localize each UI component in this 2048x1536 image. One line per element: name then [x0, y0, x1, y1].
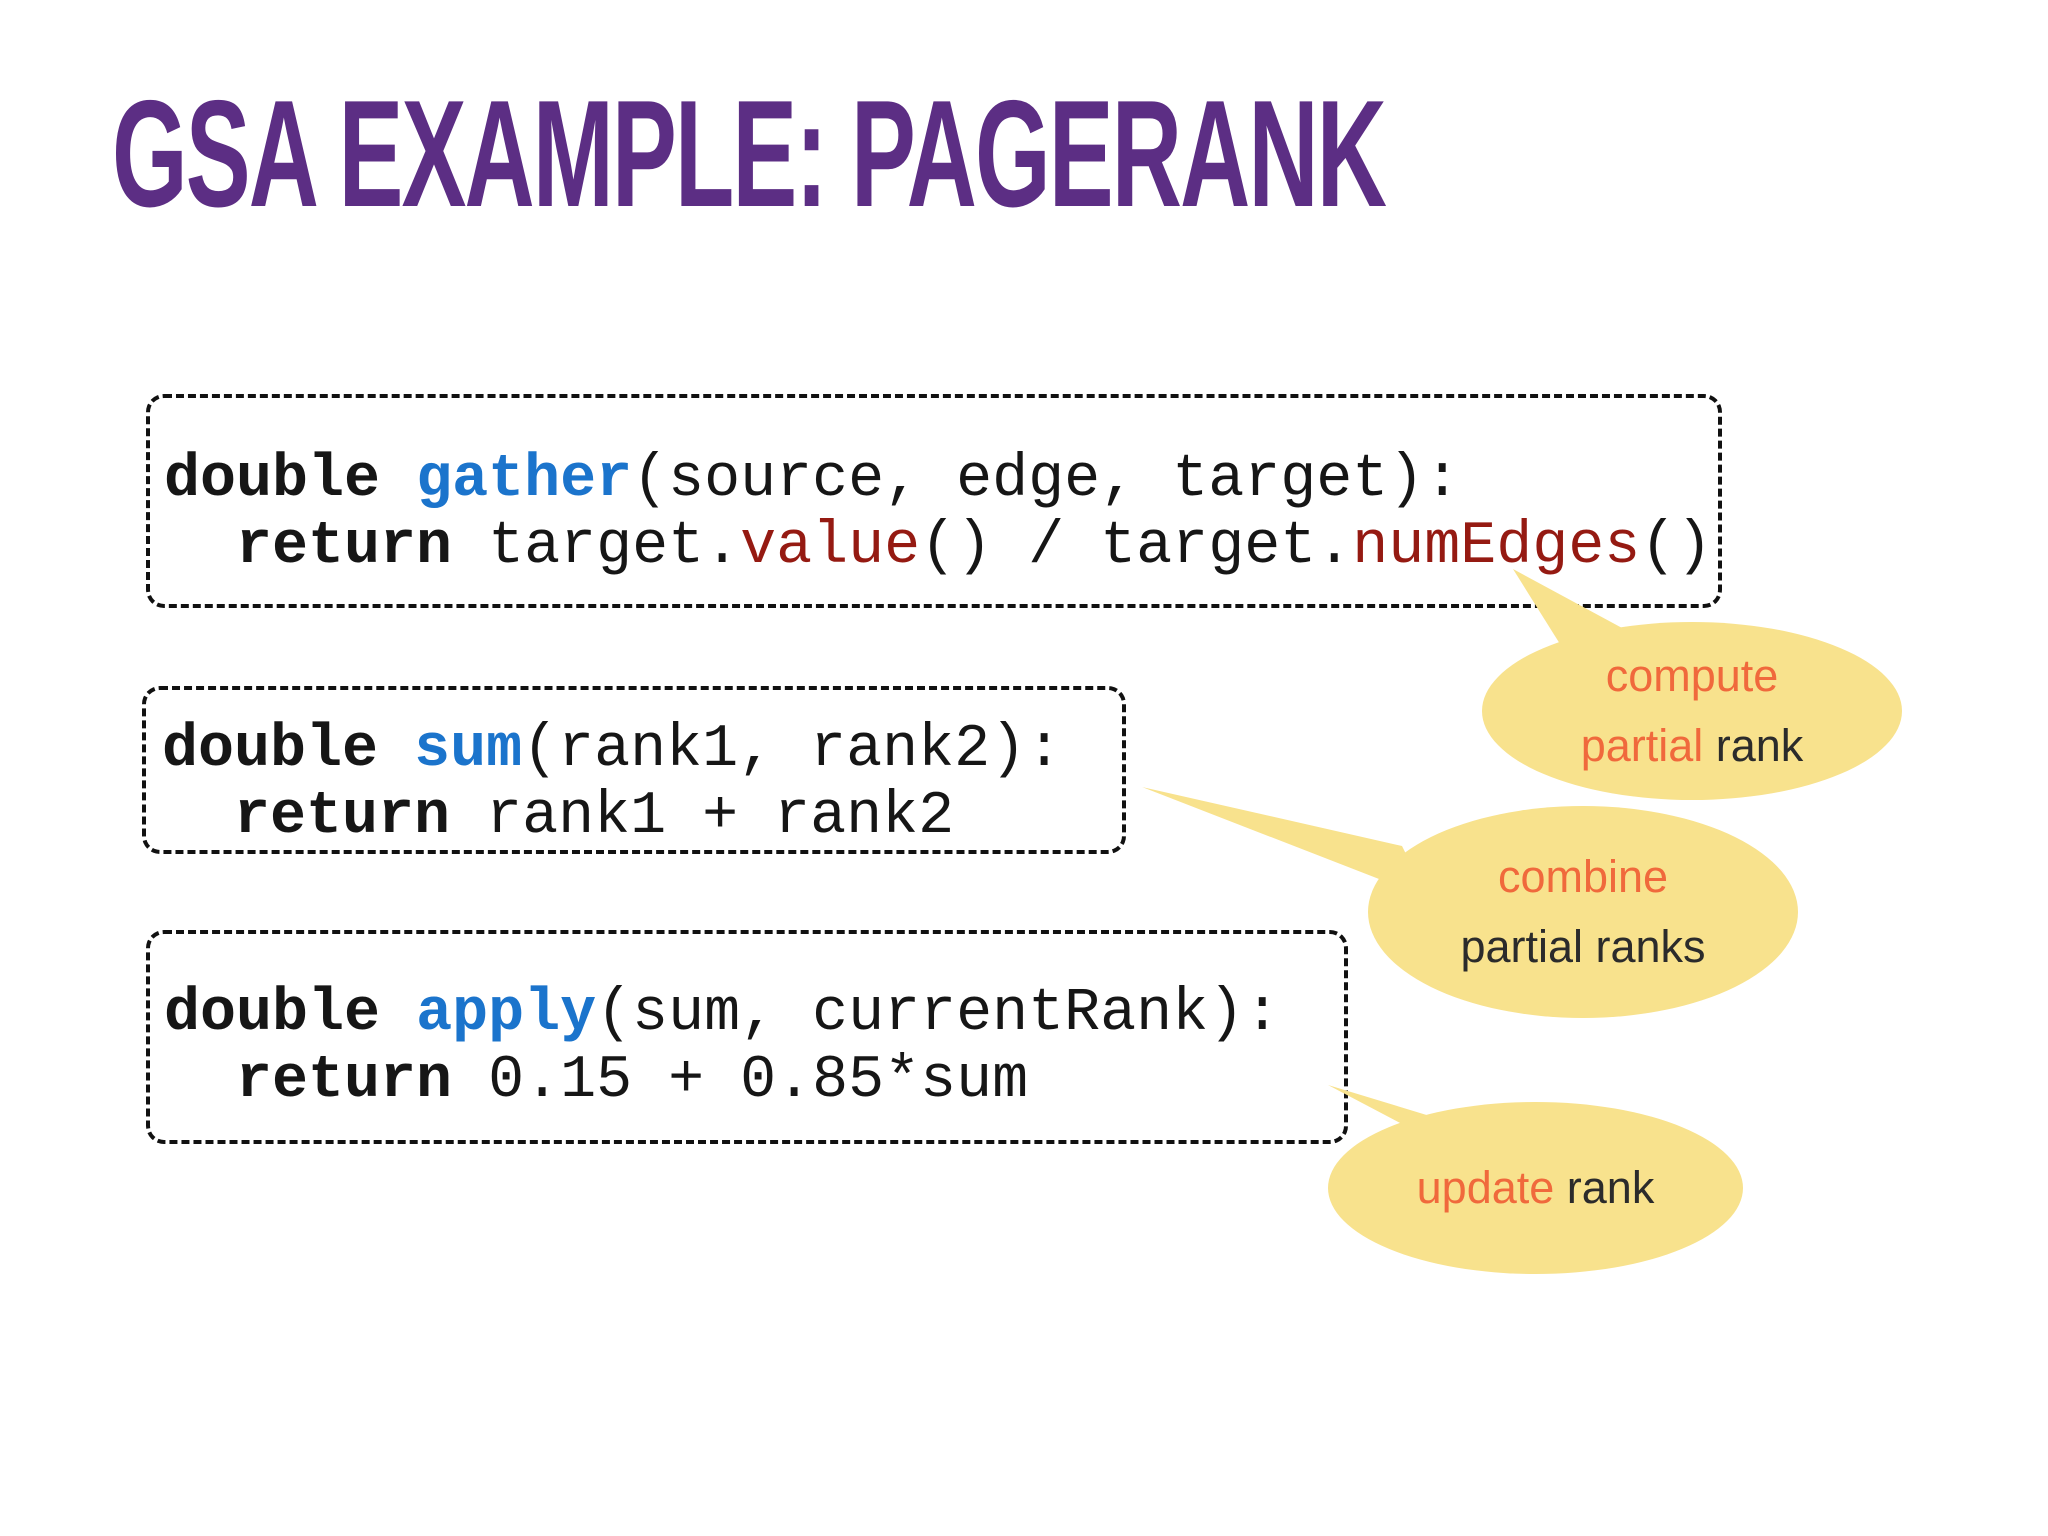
callout-combine-partial-ranks: combine partial ranks	[1368, 806, 1798, 1018]
callout-line: partial ranks	[1460, 912, 1705, 982]
callout-text: update	[1416, 1162, 1567, 1213]
callout-text: rank	[1566, 1162, 1655, 1213]
code-token-plain	[164, 1047, 236, 1115]
callout-update-rank: update rank	[1328, 1102, 1743, 1274]
callout-line: compute	[1606, 641, 1779, 711]
code-token-mem: numEdges	[1352, 513, 1641, 581]
code-token-plain	[380, 980, 416, 1048]
callout-text: partial ranks	[1460, 921, 1706, 972]
code-line: double apply(sum, currentRank):	[164, 981, 1344, 1048]
code-token-plain	[164, 513, 236, 581]
code-token-plain: (source, edge, target):	[632, 446, 1461, 514]
code-line: double gather(source, edge, target):	[164, 447, 1718, 514]
code-token-plain: ()	[1640, 513, 1713, 581]
code-token-plain: rank1 + rank2	[450, 783, 955, 851]
code-token-plain: 0.15 + 0.85*sum	[452, 1047, 1029, 1115]
callout-line: update rank	[1417, 1153, 1655, 1223]
callout-line: combine	[1498, 842, 1668, 912]
slide-title: GSA EXAMPLE: PAGERANK	[112, 69, 1387, 239]
code-token-kw: return	[236, 513, 453, 581]
code-token-plain	[378, 716, 414, 784]
code-token-plain: (sum, currentRank):	[596, 980, 1281, 1048]
code-token-kw: return	[234, 783, 451, 851]
callout-compute-partial-rank: compute partial rank	[1482, 622, 1902, 800]
code-token-plain	[162, 783, 234, 851]
code-line: double sum(rank1, rank2):	[162, 717, 1122, 784]
callout-text: partial	[1580, 720, 1716, 771]
callout-line: partial rank	[1581, 711, 1804, 781]
callout-text: rank	[1715, 720, 1804, 771]
code-token-fn: sum	[414, 716, 523, 784]
code-token-plain: (rank1, rank2):	[522, 716, 1063, 784]
callout-tail-update	[1328, 1085, 1480, 1165]
callout-tail-combine	[1142, 787, 1428, 898]
code-line: return 0.15 + 0.85*sum	[164, 1048, 1344, 1115]
callout-text: combine	[1497, 851, 1669, 902]
code-token-kw: double	[164, 980, 381, 1048]
callout-text: compute	[1605, 650, 1779, 701]
code-token-plain: () / target.	[920, 513, 1353, 581]
code-token-kw: double	[162, 716, 379, 784]
code-token-plain	[380, 446, 416, 514]
code-token-mem: value	[740, 513, 921, 581]
code-token-fn: gather	[416, 446, 633, 514]
code-box-sum: double sum(rank1, rank2): return rank1 +…	[142, 686, 1126, 854]
code-token-plain: target.	[452, 513, 741, 581]
code-token-fn: apply	[416, 980, 597, 1048]
code-token-kw: double	[164, 446, 381, 514]
code-line: return rank1 + rank2	[162, 784, 1122, 851]
code-line: return target.value() / target.numEdges(…	[164, 514, 1718, 581]
code-token-kw: return	[236, 1047, 453, 1115]
code-box-gather: double gather(source, edge, target): ret…	[146, 394, 1722, 608]
code-box-apply: double apply(sum, currentRank): return 0…	[146, 930, 1348, 1144]
